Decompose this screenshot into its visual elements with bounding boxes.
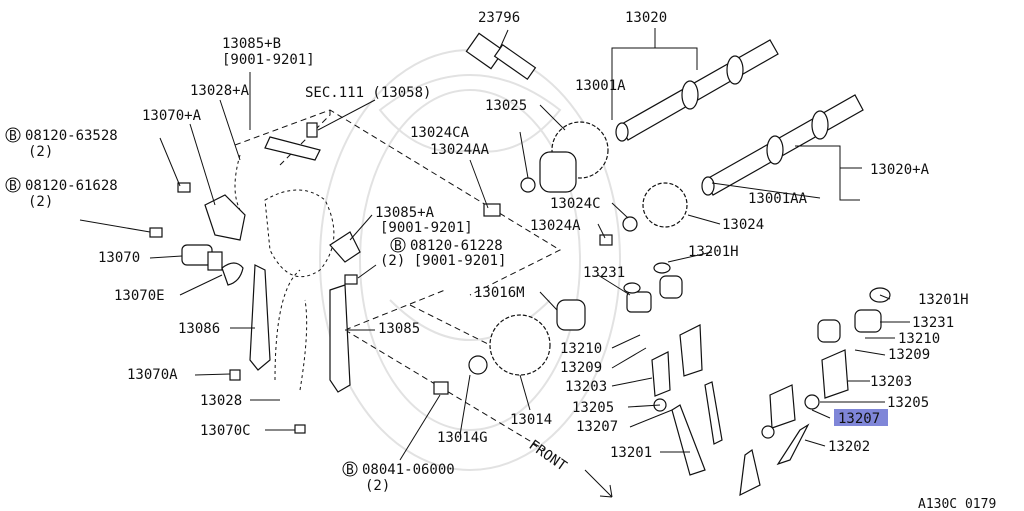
cam-sensor-23796 <box>465 32 537 81</box>
tensioner-13070e <box>221 262 244 286</box>
bolt-symbol: B <box>9 129 17 144</box>
chain-guide-13086 <box>249 264 271 371</box>
label-sec111: SEC.111 (13058) <box>305 85 431 101</box>
label-13085a-range: [9001-9201] <box>380 220 473 236</box>
chain-guide-13085a <box>329 231 361 263</box>
label-13001aa: 13001AA <box>748 191 808 207</box>
valve-train-left <box>623 262 723 476</box>
label-front: FRONT <box>526 437 570 475</box>
bracket-13085b <box>264 136 321 161</box>
label-13085b-range: [9001-9201] <box>222 52 315 68</box>
label-13205-right: 13205 <box>887 395 929 411</box>
bolt-symbol: B <box>394 239 402 254</box>
label-13020a: 13020+A <box>870 162 930 178</box>
label-13070c: 13070C <box>200 423 251 439</box>
camshaft-13020 <box>615 39 779 142</box>
label-13231-right: 13231 <box>912 315 954 331</box>
label-13024c: 13024C <box>550 196 601 212</box>
tensioner-bracket <box>204 194 246 241</box>
hub-13025 <box>539 151 577 193</box>
label-13025: 13025 <box>485 98 527 114</box>
sprocket-13024 <box>642 182 688 228</box>
part-labels: 23796 13020 13085+B [9001-9201] 13028+A … <box>25 10 996 511</box>
timing-chain-1 <box>234 154 335 278</box>
label-13210-right: 13210 <box>898 331 940 347</box>
label-13024ca: 13024CA <box>410 125 470 141</box>
label-13024aa: 13024AA <box>430 142 490 158</box>
label-bolt-1-qty: (2) <box>28 144 53 160</box>
label-13203-right: 13203 <box>870 374 912 390</box>
label-13016m: 13016M <box>474 285 525 301</box>
label-bolt-2: 08120-61628 <box>25 178 118 194</box>
washer-13024ca <box>520 177 536 193</box>
label-bolt-3: 08120-61228 <box>410 238 503 254</box>
label-13014g: 13014G <box>437 430 488 446</box>
label-bolt-1: 08120-63528 <box>25 128 118 144</box>
tensioner-13070 <box>181 244 223 271</box>
label-bolt-2-qty: (2) <box>28 194 53 210</box>
label-13028: 13028 <box>200 393 242 409</box>
timing-chain-2 <box>274 269 308 391</box>
label-13205: 13205 <box>572 400 614 416</box>
label-13024a: 13024A <box>530 218 581 234</box>
label-13201: 13201 <box>610 445 652 461</box>
label-13070: 13070 <box>98 250 140 266</box>
sprocket-13014 <box>489 314 551 376</box>
bolt-group <box>149 122 613 434</box>
label-13085a: 13085+A <box>375 205 435 221</box>
washer-13014 <box>468 355 488 375</box>
label-13207-right-highlighted[interactable]: 13207 <box>838 411 880 427</box>
label-13024: 13024 <box>722 217 764 233</box>
chain-guide-13085 <box>329 284 351 393</box>
label-13001a: 13001A <box>575 78 626 94</box>
label-13210: 13210 <box>560 341 602 357</box>
bolt-symbols: B B B B <box>5 127 406 478</box>
camshaft-13020a <box>701 94 864 196</box>
label-13203: 13203 <box>565 379 607 395</box>
label-13086: 13086 <box>178 321 220 337</box>
label-13201h-right: 13201H <box>918 292 969 308</box>
label-bolt-4: 08041-06000 <box>362 462 455 478</box>
valve-train-right <box>739 287 891 497</box>
label-13207: 13207 <box>576 419 618 435</box>
label-13085: 13085 <box>378 321 420 337</box>
label-13202: 13202 <box>828 439 870 455</box>
label-bolt-4-qty: (2) <box>365 478 390 494</box>
label-13070e: 13070E <box>114 288 165 304</box>
idler-13016m <box>556 299 586 331</box>
label-13231: 13231 <box>583 265 625 281</box>
label-13209-right: 13209 <box>888 347 930 363</box>
washer-13024c <box>622 216 638 232</box>
label-bolt-3-qty: (2) [9001-9201] <box>380 253 506 269</box>
bolt-symbol: B <box>9 179 17 194</box>
label-13085b: 13085+B <box>222 36 281 52</box>
label-23796: 23796 <box>478 10 520 26</box>
label-13020: 13020 <box>625 10 667 26</box>
label-13070a-bolt: 13070A <box>127 367 178 383</box>
label-13209: 13209 <box>560 360 602 376</box>
label-13201h: 13201H <box>688 244 739 260</box>
leader-lines <box>79 28 910 461</box>
diagram-code: A130C 0179 <box>918 497 996 511</box>
highlight-box <box>834 409 888 426</box>
bolt-symbol: B <box>346 463 354 478</box>
dashed-outlines <box>234 109 562 451</box>
label-13014: 13014 <box>510 412 552 428</box>
label-13028a: 13028+A <box>190 83 250 99</box>
label-13070a: 13070+A <box>142 108 202 124</box>
front-arrow <box>584 469 613 498</box>
